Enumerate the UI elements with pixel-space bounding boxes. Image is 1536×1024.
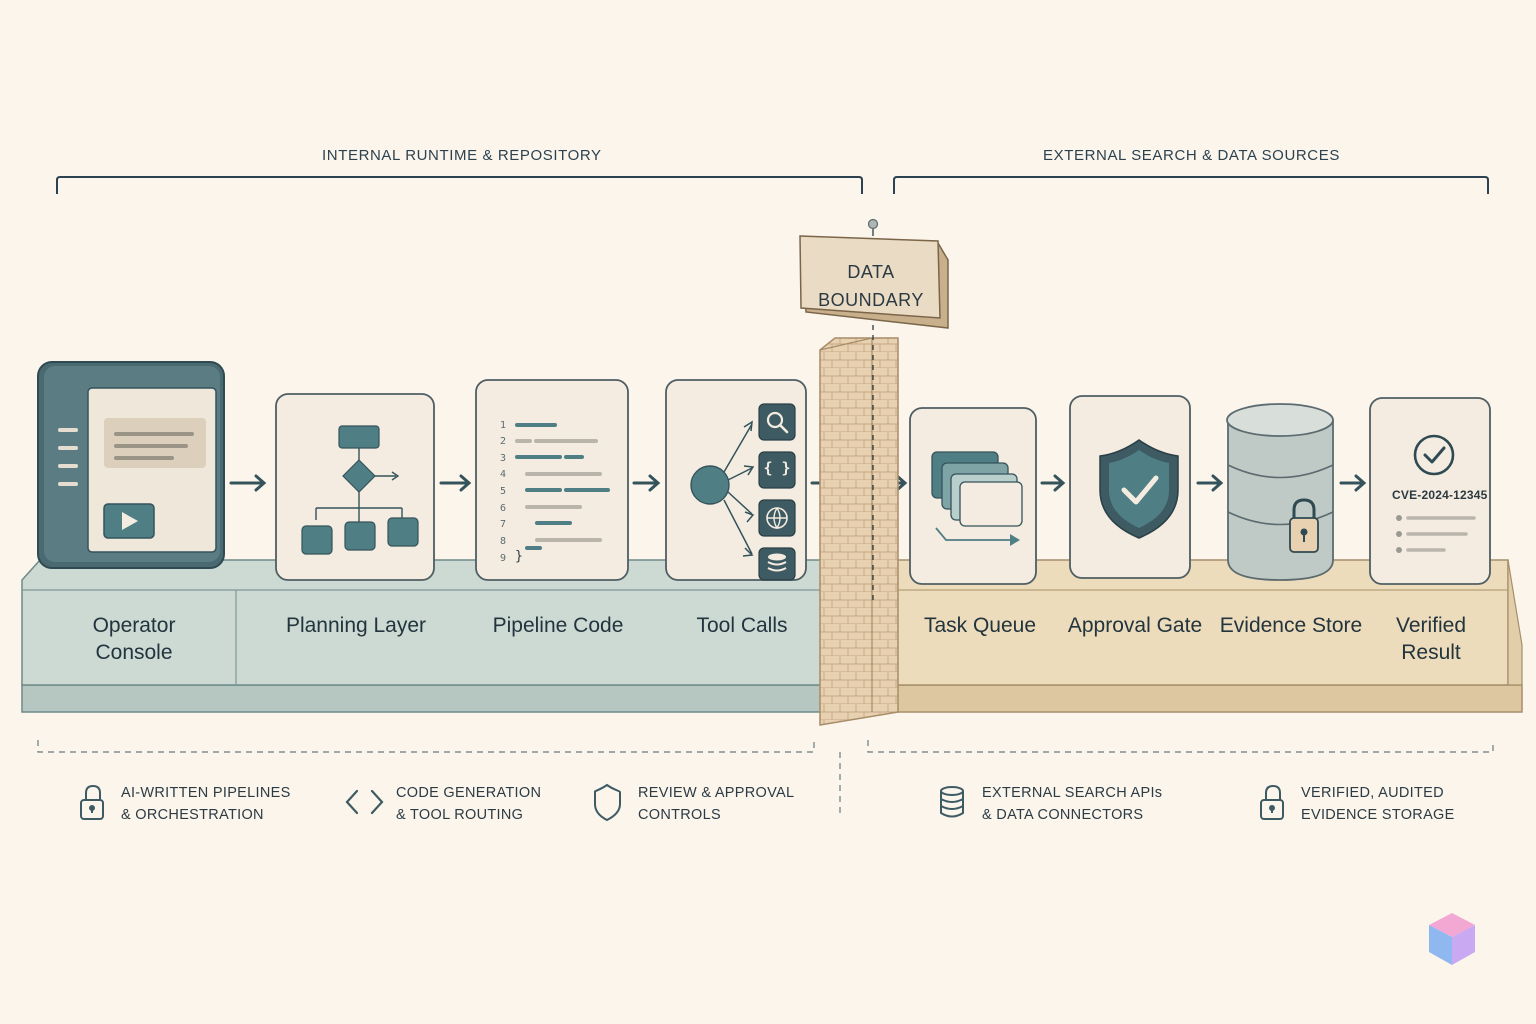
arrow-code-to-tools [632, 474, 661, 492]
shield-check-icon [1069, 395, 1191, 579]
code-line-number: 7 [500, 519, 507, 530]
legend-item-pipelines: AI-WRITTEN PIPELINES & ORCHESTRATION [121, 785, 291, 823]
stage-label-pipeline-code: Pipeline Code [492, 614, 624, 637]
external-region-bracket [893, 176, 1489, 194]
operator-console-icon [37, 361, 225, 569]
boundary-line-1: DATA [847, 262, 895, 282]
arrow-gate-to-store [1196, 474, 1224, 492]
external-region-title: EXTERNAL SEARCH & DATA SOURCES [1043, 147, 1340, 164]
internal-platform [21, 559, 841, 713]
verified-document-icon [1369, 397, 1491, 585]
arrow-queue-to-gate [1040, 474, 1066, 492]
legend-item-review: REVIEW & APPROVAL CONTROLS [638, 785, 795, 823]
stage-label-verified-result: Verified Result [1395, 614, 1467, 664]
boundary-sign-text: DATA BOUNDARY [806, 258, 936, 314]
arrow-planning-to-code [439, 474, 472, 492]
database-lock-icon [1226, 403, 1334, 581]
code-line-number: 6 [500, 503, 507, 514]
arrow-console-to-planning [229, 474, 267, 492]
code-line-number: 5 [500, 486, 507, 497]
legend-icon-4 [940, 786, 964, 818]
brick-wall [819, 325, 899, 726]
legend-guides [37, 740, 1494, 815]
legend-item-codegen: CODE GENERATION & TOOL ROUTING [396, 785, 542, 823]
code-line-number: 4 [500, 469, 507, 480]
legend-item-evidence-storage: VERIFIED, AUDITED EVIDENCE STORAGE [1301, 785, 1455, 823]
legend-icon-2 [345, 789, 384, 815]
legend-icon-1 [80, 784, 104, 820]
flowchart-icon [275, 393, 435, 581]
legend-icon-3 [593, 783, 621, 822]
stage-label-task-queue: Task Queue [923, 614, 1037, 637]
code-line-number: 1 [500, 420, 507, 431]
stage-label-evidence-store: Evidence Store [1219, 614, 1363, 637]
stage-label-tool-calls: Tool Calls [696, 614, 788, 637]
tool-router-icon [665, 379, 807, 581]
internal-region-bracket [56, 176, 863, 194]
queue-stack-icon [909, 407, 1037, 585]
code-line-number: 3 [500, 453, 507, 464]
arrow-store-to-result [1339, 474, 1367, 492]
code-line-number: 9 [500, 553, 507, 564]
boundary-sign [799, 218, 949, 329]
internal-region-title: INTERNAL RUNTIME & REPOSITORY [322, 147, 602, 164]
legend-item-external-apis: EXTERNAL SEARCH APIs & DATA CONNECTORS [982, 785, 1163, 823]
cube-logo [1429, 913, 1475, 965]
stage-label-operator-console: Operator Console [92, 614, 176, 664]
code-line-number: 2 [500, 436, 507, 447]
boundary-line-2: BOUNDARY [818, 290, 924, 310]
json-braces-icon: { } [763, 459, 791, 477]
cve-id: CVE-2024-12345 [1392, 488, 1488, 502]
code-line-number: 8 [500, 536, 507, 547]
code-editor-icon [475, 379, 629, 581]
legend-icon-5 [1260, 784, 1284, 820]
code-closing-brace: } [515, 549, 523, 564]
stage-label-approval-gate: Approval Gate [1067, 614, 1203, 637]
stage-label-planning-layer: Planning Layer [285, 614, 427, 637]
